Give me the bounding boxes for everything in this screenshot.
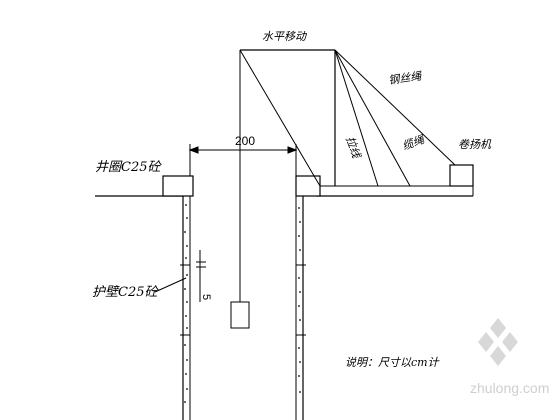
lining-hatch [184,204,301,403]
dimension-200-label: 200 [235,134,255,148]
note-label: 说明：尺寸以cm计 [345,356,440,369]
lining-dimension [196,250,206,302]
winch-label: 卷扬机 [458,138,492,151]
lining-note-label: 护壁C25砼 [92,285,159,300]
lining-segment-marks [180,264,306,336]
watermark-logo [478,318,518,366]
collar-block-left [162,175,194,197]
wire-rope-label: 钢丝绳 [388,69,423,87]
horizontal-move-label: 水平移动 [262,30,308,43]
wire-rope [334,49,456,166]
lining-dim-label: 5 [200,294,212,300]
collar-note-label: 井圈C25砼 [95,160,162,175]
dimension-200 [188,144,298,176]
watermark-text: zhulong.com [470,380,549,396]
hanging-bucket [230,301,250,329]
guy-line-2 [334,49,411,187]
guy-line-1-label: 拉线 [343,135,363,161]
frame-diagonal-brace [239,49,321,187]
guy-line-1 [334,49,379,187]
winch-box [449,164,474,187]
lining-leader [154,277,187,293]
guy-line-2-label: 缆绳 [401,133,427,153]
